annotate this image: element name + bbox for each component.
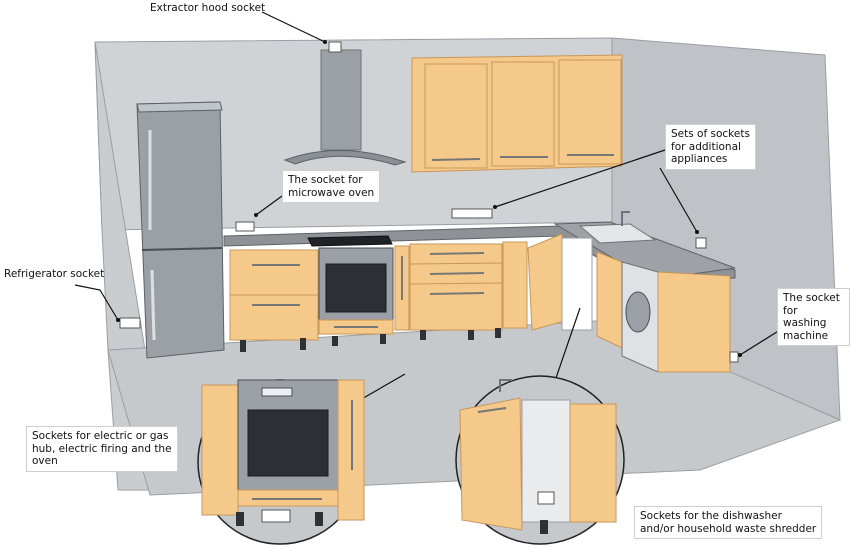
zoom-detail-dishwasher [455, 375, 625, 545]
dishwasher-sockets-label: Sockets for the dishwasher and/or househ… [634, 506, 823, 539]
appliance-sockets [451, 208, 493, 219]
additional-appliance-sockets-label: Sets of sockets for additional appliance… [665, 124, 756, 170]
base-cabinets-right [596, 251, 739, 373]
leader-lines [74, 11, 781, 411]
hob-oven-sockets-label: Sockets for electric or gas hub, electri… [26, 426, 178, 472]
washing-machine-socket-label: The socket for washing machine [777, 288, 850, 346]
base-cabinets-left [229, 249, 319, 341]
dishwasher-door [527, 233, 593, 331]
oven [307, 235, 394, 335]
base-cabinets-middle [394, 241, 528, 331]
hob-oven-sockets [261, 509, 291, 523]
dishwasher-sockets [537, 491, 555, 505]
refrigerator-socket-label: Refrigerator socket [4, 268, 105, 280]
extractor-hood-socket-label: Extractor hood socket [150, 2, 266, 14]
refrigerator [119, 101, 225, 359]
right-wall-socket [695, 237, 707, 249]
hood-socket [328, 41, 342, 53]
cabinet-feet [240, 328, 501, 352]
microwave-socket-label: The socket for microwave oven [282, 170, 381, 203]
refrigerator-socket [119, 317, 141, 329]
washing-machine-socket [729, 351, 739, 363]
microwave-socket [235, 221, 255, 232]
extractor-hood [283, 41, 407, 166]
wall-cabinets [411, 54, 623, 173]
sink [578, 223, 657, 244]
zoom-detail-oven [197, 379, 365, 545]
